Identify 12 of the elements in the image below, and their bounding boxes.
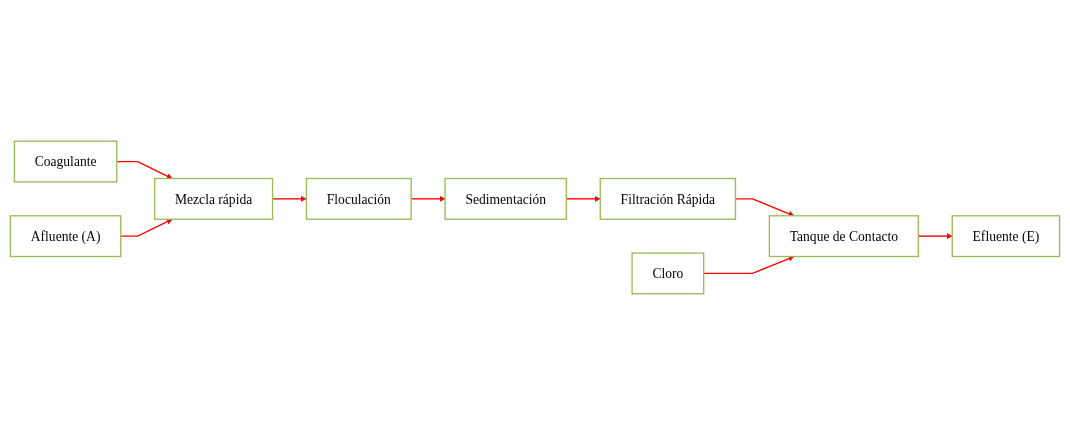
node-box: Filtración Rápida — [599, 177, 737, 220]
arrow — [703, 255, 795, 275]
node-box: Cloro — [631, 252, 705, 295]
node-box: Afluente (A) — [9, 215, 122, 258]
node-box: Efluente (E) — [951, 215, 1061, 258]
arrow — [116, 160, 173, 179]
node-box: Sedimentación — [444, 177, 568, 220]
node-box: Floculación — [305, 177, 412, 220]
node-box: Tanque de Contacto — [768, 215, 919, 258]
arrow — [120, 218, 173, 237]
node-box: Coagulante — [13, 140, 118, 183]
node-box: Mezcla rápida — [154, 177, 274, 220]
